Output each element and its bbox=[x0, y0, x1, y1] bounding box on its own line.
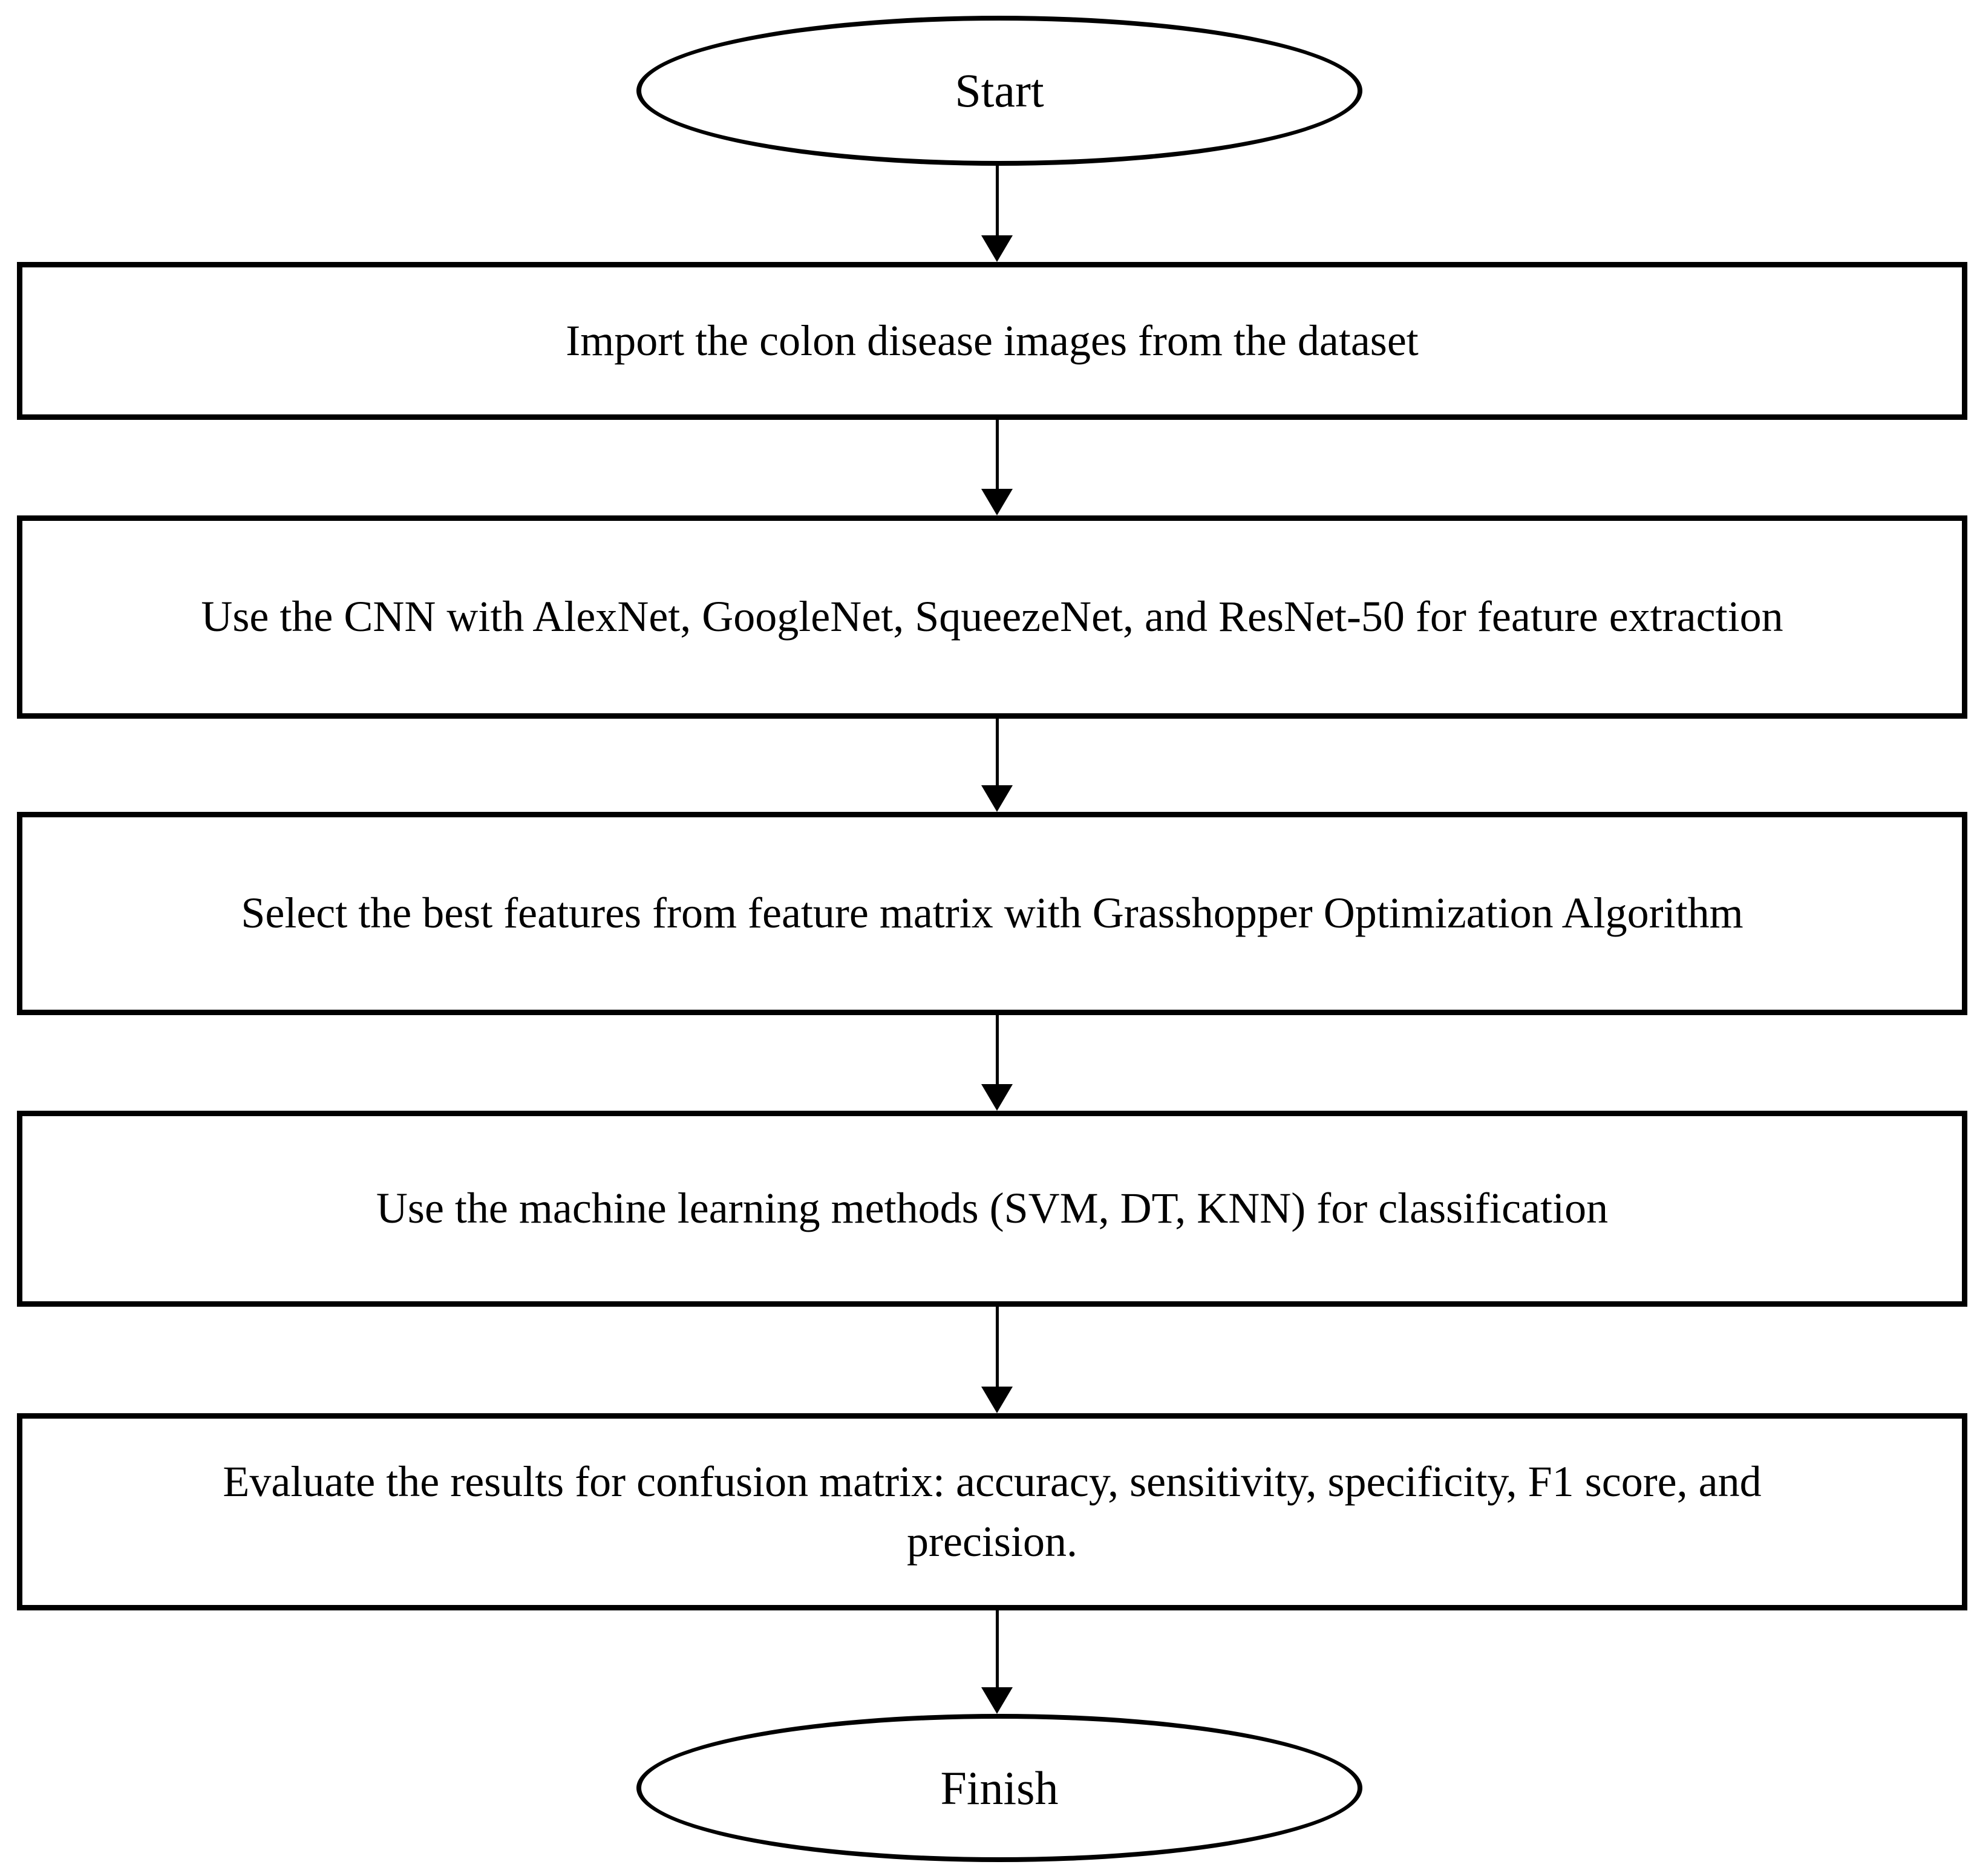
arrow-head-down-icon bbox=[981, 785, 1013, 812]
node-start-terminator: Start bbox=[636, 16, 1362, 166]
arrow-head-down-icon bbox=[981, 489, 1013, 515]
node-process-evaluation: Evaluate the results for confusion matri… bbox=[17, 1413, 1967, 1610]
flow-arrow-evaluation-to-finish bbox=[981, 1610, 1013, 1714]
arrow-head-down-icon bbox=[981, 1387, 1013, 1413]
arrow-shaft bbox=[995, 719, 999, 785]
arrow-head-down-icon bbox=[981, 1687, 1013, 1714]
flow-arrow-classification-to-evaluation bbox=[981, 1307, 1013, 1413]
node-finish-terminator: Finish bbox=[636, 1714, 1362, 1862]
flow-arrow-start-to-import bbox=[981, 166, 1013, 262]
node-process-classification: Use the machine learning methods (SVM, D… bbox=[17, 1111, 1967, 1307]
arrow-head-down-icon bbox=[981, 1084, 1013, 1111]
process-label: Select the best features from feature ma… bbox=[241, 889, 1744, 938]
flow-arrow-import-to-extraction bbox=[981, 420, 1013, 515]
node-process-feature-selection: Select the best features from feature ma… bbox=[17, 812, 1967, 1015]
node-process-feature-extraction: Use the CNN with AlexNet, GoogleNet, Squ… bbox=[17, 515, 1967, 719]
flow-arrow-selection-to-classification bbox=[981, 1015, 1013, 1111]
flow-arrow-extraction-to-selection bbox=[981, 719, 1013, 812]
arrow-shaft bbox=[995, 420, 999, 489]
start-label: Start bbox=[955, 64, 1044, 117]
arrow-shaft bbox=[995, 1015, 999, 1084]
process-label: Import the colon disease images from the… bbox=[566, 316, 1419, 365]
arrow-head-down-icon bbox=[981, 235, 1013, 262]
arrow-shaft bbox=[995, 1610, 999, 1687]
process-label: Use the CNN with AlexNet, GoogleNet, Squ… bbox=[201, 592, 1783, 641]
arrow-shaft bbox=[995, 1307, 999, 1387]
arrow-shaft bbox=[995, 166, 999, 235]
node-process-import-images: Import the colon disease images from the… bbox=[17, 262, 1967, 420]
process-label: Evaluate the results for confusion matri… bbox=[223, 1457, 1762, 1566]
process-label: Use the machine learning methods (SVM, D… bbox=[376, 1184, 1609, 1233]
finish-label: Finish bbox=[940, 1761, 1059, 1814]
